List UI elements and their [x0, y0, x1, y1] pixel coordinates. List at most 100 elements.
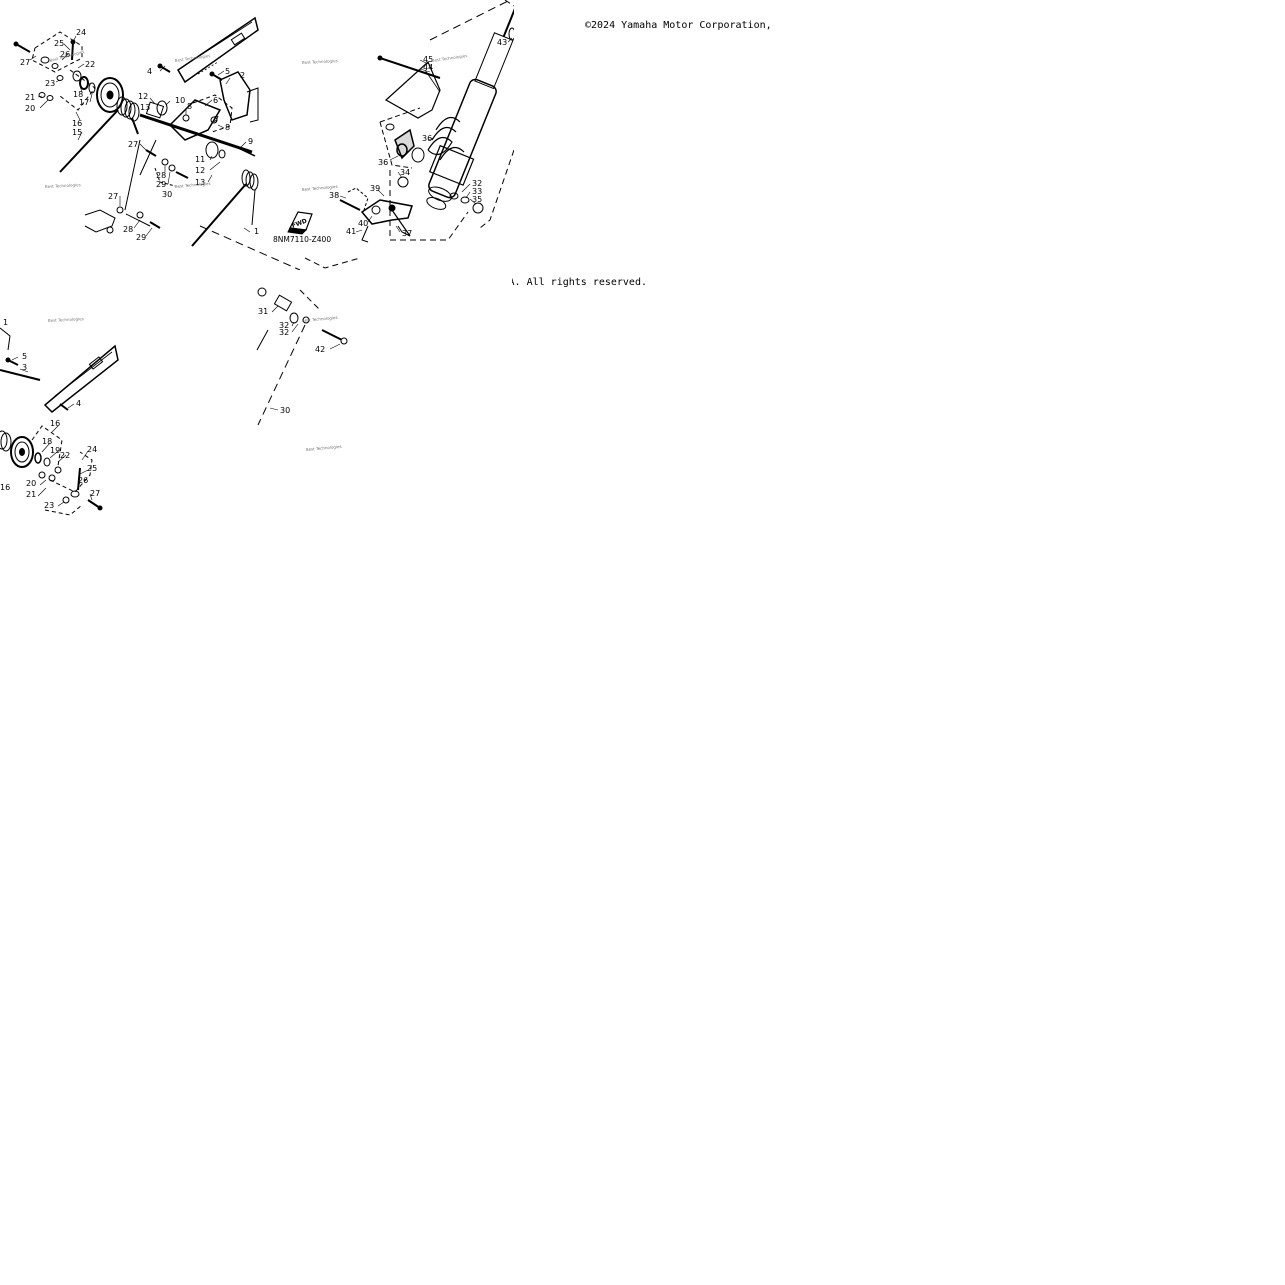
bolt-4-lower [59, 403, 69, 411]
label-16: 16 [72, 119, 82, 128]
part-20-lower [54, 466, 62, 474]
fwd-arrow-icon: FWD [287, 211, 313, 235]
label-28b: 28 [123, 225, 133, 234]
washer-29 [168, 164, 176, 172]
label-28: 28 [156, 171, 166, 180]
dashed-box-fasteners [31, 31, 83, 73]
torsion-spring-right [241, 169, 259, 191]
washer-25-lower [70, 490, 80, 498]
copyright-mid: S.A. All rights reserved. [512, 277, 647, 289]
bolt-5-lower-head [5, 357, 11, 363]
label-32b: 32 [279, 328, 289, 337]
label-1b: 1 [3, 318, 8, 327]
spring-arm-right [191, 183, 247, 247]
shock-spring [427, 116, 465, 161]
watermark-7: Best Technologies [431, 53, 467, 63]
slide-rail-top-window [230, 32, 246, 46]
label-11: 11 [195, 155, 205, 164]
nut-37 [385, 123, 395, 131]
shock-cap-45 [508, 27, 514, 41]
collar-10 [156, 100, 168, 116]
label-17b: 18 [42, 437, 52, 446]
bolt-44-head [340, 337, 348, 345]
lower-labels: 31 32 32 42 30 1 5 3 4 16 18 19 22 24 25… [0, 307, 342, 510]
label-24: 25 [54, 39, 64, 48]
copyright-mid-text: S.A. All rights reserved. [512, 277, 647, 288]
dashed-box-bearing [59, 69, 96, 111]
label-46: 44 [423, 63, 433, 72]
bolt-4-head [157, 63, 163, 69]
adjuster-37 [396, 143, 408, 157]
label-31: 30 [280, 406, 290, 415]
bracket-2-side [246, 87, 259, 123]
dashed-envelope-top [429, 0, 511, 41]
spring-arm-14 [59, 109, 119, 173]
watermark-5: Best Technologies [175, 181, 211, 189]
bolt-44 [321, 329, 343, 341]
link-39 [391, 209, 411, 237]
label-47: 45 [423, 55, 433, 64]
label-24b: 25 [87, 464, 97, 473]
bolt-27 [145, 149, 157, 157]
label-10: 10 [175, 96, 185, 105]
nut-32-lower [257, 287, 267, 297]
dashed-guide-center [199, 225, 301, 270]
label-8b: 8 [225, 123, 230, 132]
washer-lower [302, 316, 310, 324]
watermark-8: Best Technologies [48, 316, 84, 323]
link-39-hook [397, 225, 411, 237]
seal-19-lower [43, 457, 51, 467]
link-rod [139, 139, 157, 176]
label-2: 2 [240, 71, 245, 80]
label-9: 9 [248, 137, 253, 146]
label-30: 30 [162, 190, 172, 199]
washer-25 [40, 56, 50, 64]
spring-arm-hook [131, 117, 139, 135]
label-25: 26 [60, 50, 70, 59]
label-35: 33 [472, 187, 482, 196]
dashed-envelope-left [379, 107, 421, 123]
bushing-13 [145, 101, 165, 119]
stopper-block [84, 209, 116, 233]
idler-wheel-lower-hub [19, 448, 25, 456]
label-17: 17 [79, 98, 89, 107]
dashed-box-lower-22 [49, 451, 93, 493]
label-15: 16 [0, 483, 10, 492]
label-8: 8 [187, 102, 192, 111]
label-36: 34 [400, 168, 410, 177]
bolt-5-head [209, 71, 215, 77]
label-13b: 13 [195, 178, 205, 187]
washer-34 [449, 192, 459, 200]
label-26: 27 [20, 58, 30, 67]
dashed-group-30 [154, 167, 176, 187]
lower-link [360, 199, 413, 225]
label-42: 40 [358, 219, 368, 228]
watermark-10: Best Technologies [302, 315, 338, 323]
stopper-strap [124, 139, 141, 211]
leader-lines-right [339, 37, 513, 233]
label-23: 23 [45, 79, 55, 88]
watermark-1: Best Technologies [174, 53, 210, 63]
nut-35 [460, 196, 470, 204]
nut-23-lower [62, 496, 70, 504]
label-18: 18 [73, 90, 83, 99]
washer-24 [51, 63, 59, 69]
label-20: 20 [25, 104, 35, 113]
bolt-26 [15, 43, 31, 53]
idler-wheel-lower-inner [14, 441, 30, 463]
label-20b: 20 [26, 479, 36, 488]
watermark-9: Best Technologies [306, 444, 342, 452]
watermark-6: Best Technologies [302, 184, 338, 192]
dashed-lower-long [257, 324, 306, 426]
bracket-2 [219, 71, 251, 121]
dashed-lower-1 [299, 289, 321, 311]
diagram-code: 8NM7110-Z400 [273, 235, 331, 244]
label-27: 27 [128, 140, 138, 149]
label-13: 13 [140, 103, 150, 112]
nut-23 [56, 75, 64, 81]
label-14: 15 [72, 128, 82, 137]
slide-rail-top-detail [189, 21, 253, 63]
label-34: 32 [472, 179, 482, 188]
label-3: 3 [22, 363, 27, 372]
